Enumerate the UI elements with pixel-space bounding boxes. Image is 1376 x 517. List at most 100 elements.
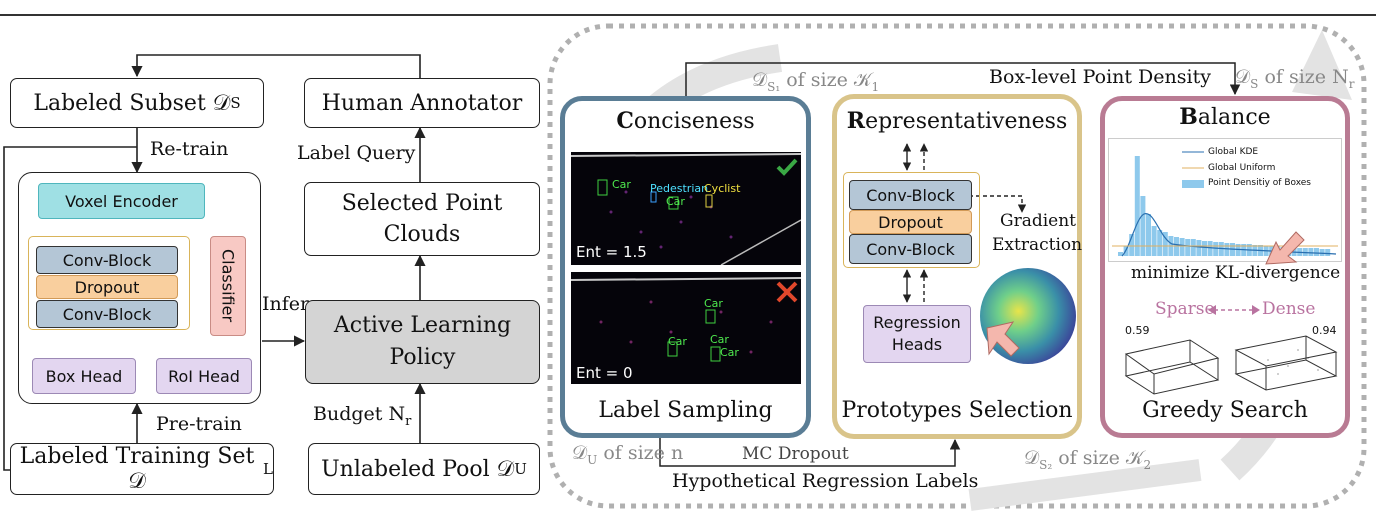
histogram-bar [1308,248,1314,256]
dense-label: Dense [1262,299,1316,319]
al-policy-line2: Policy [389,345,456,370]
labeled-training-sub: L [263,460,273,478]
legend-kde: Global KDE [1208,147,1259,157]
representativeness-panel [832,94,1082,439]
conciseness-title: Conciseness [560,108,811,134]
ds2-rest: of size 𝒦 [1052,447,1144,469]
sparse-label: Sparse [1155,299,1215,319]
unlabeled-pool-label: Unlabeled Pool 𝒟 [321,456,515,482]
conv-block-2-label: Conv-Block [62,304,152,324]
backbone-group [28,236,190,330]
balance-b: B [1179,104,1198,130]
label-query-label: Label Query [297,142,416,164]
ds2-d: 𝒟 [1024,447,1040,469]
top-rule [0,14,1376,16]
ds-rest: of size N [1258,66,1349,88]
check-icon [776,158,798,176]
histogram-bar [1146,214,1151,256]
du-label: 𝒟U of size n [572,442,683,467]
ds1-rest: of size 𝒦 [780,69,872,91]
conciseness-c: C [616,108,634,134]
selected-point-clouds-line2: Clouds [383,222,461,247]
hypothetical-label: Hypothetical Regression Labels [672,470,979,492]
histogram-bar [1157,230,1163,256]
pretrain-label: Pre-train [156,413,242,435]
balance-title: Balance [1100,104,1350,130]
ds1-k: 1 [871,79,880,94]
al-policy-line1: Active Learning [333,313,512,338]
ds1-sub: S₁ [767,79,781,94]
unlabeled-pool-sub: U [514,460,527,478]
regression-line1: Regression [873,313,961,332]
histogram-bar [1325,249,1331,256]
histogram-bar [1123,246,1129,256]
label-sampling-caption: Label Sampling [598,398,773,423]
value-dense: 0.94 [1312,324,1337,337]
selected-point-clouds-line1: Selected Point [341,191,503,216]
labeled-subset-sub: S [230,94,241,112]
histogram-bar [1224,243,1230,256]
balance-rest: alance [1197,105,1271,130]
cross-icon [776,281,798,303]
selected-point-clouds-box: Selected Point Clouds [304,182,540,256]
histogram-bar [1207,241,1213,256]
right-arrows [659,62,1241,467]
ds2-label: 𝒟S₂ of size 𝒦2 [1024,447,1151,472]
histogram-bar [1151,226,1157,256]
ds-label: 𝒟S of size Nr [1235,66,1354,91]
scene-high-svg [571,153,801,265]
regression-heads-block: Regression Heads [863,305,971,363]
budget-label: Budget Nr [313,403,411,429]
classifier-block: Classifier [210,236,246,336]
rep-conv-block-1-label: Conv-Block [866,185,955,205]
human-annotator-box: Human Annotator [304,78,540,128]
histogram-bar [1190,239,1196,256]
pointer-arrow-icon [1265,231,1305,265]
ds2-sub: S₂ [1039,457,1053,472]
histogram-bar [1129,234,1135,256]
rep-backbone-group [843,172,980,268]
legend-density: Point Densitiy of Boxes [1208,178,1311,188]
histogram-bar [1162,232,1168,256]
du-d: 𝒟 [572,442,588,464]
sparse-dense-arrow [1208,305,1260,315]
ent-low-label: Ent = 0 [576,364,633,382]
histogram-bar [1196,240,1202,256]
al-policy-box: Active Learning Policy [305,300,540,384]
histogram-bar [1179,238,1185,256]
histogram-bar [1118,252,1123,256]
gradient-sphere [980,268,1076,364]
scene-low-entropy [571,272,801,384]
car-label-5: Car [710,333,729,346]
minimize-kl-label: minimize KL-divergence [1131,263,1341,283]
infer-label: Infer [262,293,310,315]
car-label-1: Car [612,178,631,191]
dense-box-drawing [1234,335,1338,391]
prototypes-selection-caption: Prototypes Selection [841,398,1073,423]
histogram-bar [1140,196,1146,256]
car-label-6: Car [720,346,739,359]
budget-text: Budget N [313,403,406,425]
car-label-2: Car [666,195,685,208]
rep-conv-block-1: Conv-Block [849,180,972,210]
conv-block-1-label: Conv-Block [62,250,152,270]
rep-dropout-label: Dropout [878,212,943,232]
box-head-block: Box Head [32,358,136,394]
ds-sub: S [1250,76,1259,91]
representativeness-r: R [846,108,866,134]
greedy-search-caption: Greedy Search [1142,398,1308,423]
representativeness-title: Representativeness [832,108,1082,134]
representativeness-arrows [902,143,1027,303]
scene-high-entropy [571,152,801,265]
extraction-label: Extraction [992,235,1083,255]
scene-low-svg [571,277,801,362]
conv-block-1: Conv-Block [36,246,178,274]
roi-head-label: RoI Head [168,366,240,386]
histogram-bar [1134,156,1140,256]
dropout-block: Dropout [36,275,178,299]
ds-d: 𝒟 [1235,66,1251,88]
regression-line2: Heads [891,335,943,354]
